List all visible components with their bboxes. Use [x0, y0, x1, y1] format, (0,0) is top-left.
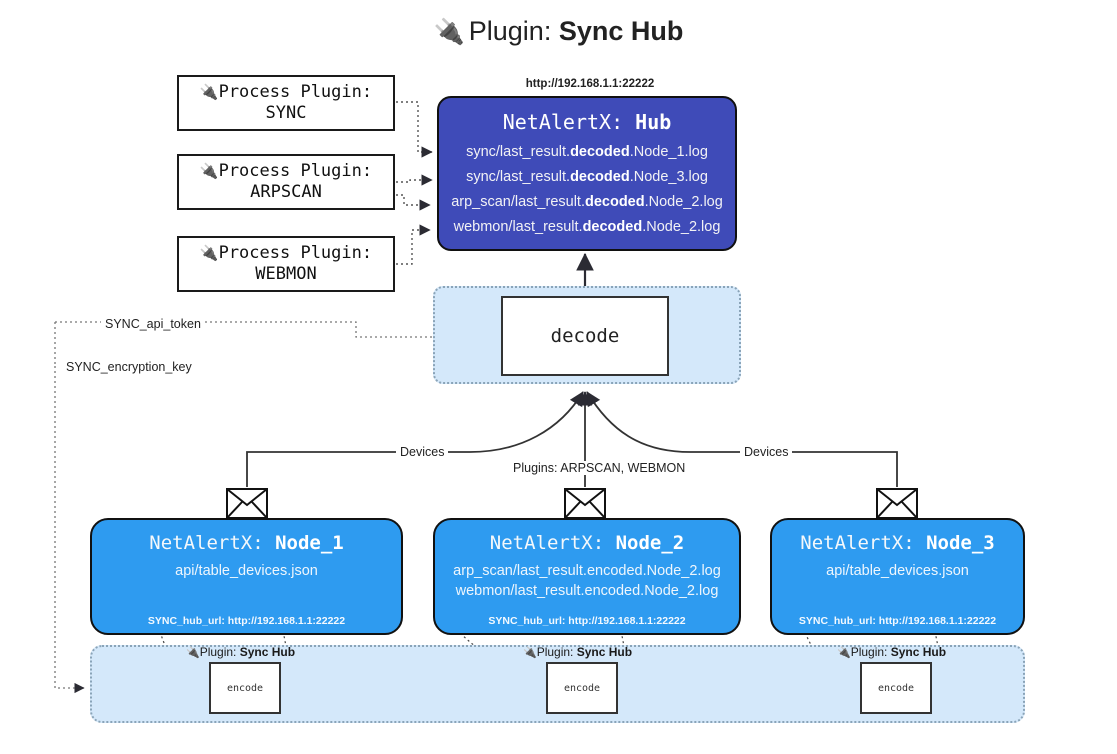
- node-card-node-3[interactable]: NetAlertX: Node_3 api/table_devices.json…: [770, 518, 1025, 635]
- plugin-tag-prefix: Plugin:: [199, 645, 240, 659]
- plugin-tag-prefix: Plugin:: [850, 645, 891, 659]
- plugin-tag-name: Sync Hub: [890, 645, 947, 659]
- encode-box-node-2[interactable]: encode: [546, 662, 618, 714]
- electric-plug-icon: 🔌: [199, 162, 219, 181]
- node-hub-url: SYNC_hub_url: http://192.168.1.1:22222: [488, 615, 686, 627]
- hub-log-line: arp_scan/last_result.decoded.Node_2.log: [439, 190, 735, 215]
- process-plugin-webmon[interactable]: 🔌Process Plugin: WEBMON: [177, 236, 395, 292]
- node-title-prefix: NetAlertX:: [800, 532, 927, 554]
- node-title-name: Node_1: [275, 532, 344, 554]
- electric-plug-icon: 🔌: [523, 647, 537, 659]
- process-plugin-name: ARPSCAN: [250, 182, 322, 202]
- decode-box[interactable]: decode: [501, 296, 669, 376]
- hub-node[interactable]: NetAlertX: Hub sync/last_result.decoded.…: [437, 96, 737, 251]
- page-title-name: Sync Hub: [558, 16, 684, 46]
- page-title-prefix: Plugin:: [468, 16, 559, 46]
- electric-plug-icon: 🔌: [199, 244, 219, 263]
- plugin-tag-name: Sync Hub: [576, 645, 633, 659]
- log-pre: arp_scan/last_result.: [451, 193, 585, 210]
- node-card-node-2[interactable]: NetAlertX: Node_2 arp_scan/last_result.e…: [433, 518, 741, 635]
- edge-label-devices-right: Devices: [740, 445, 793, 459]
- log-mid: decoded: [570, 168, 630, 185]
- hub-url-label: http://192.168.1.1:22222: [525, 78, 655, 90]
- node-resource-line: api/table_devices.json: [826, 563, 969, 579]
- node-title-prefix: NetAlertX:: [489, 532, 616, 554]
- node-resource-line: arp_scan/last_result.encoded.Node_2.log: [453, 563, 721, 579]
- process-plugin-label: Process Plugin:: [218, 161, 373, 182]
- plugin-tag-encode-3: 🔌Plugin: Sync Hub: [837, 645, 946, 659]
- encode-box-node-3[interactable]: encode: [860, 662, 932, 714]
- edge-label-devices-left: Devices: [396, 445, 449, 459]
- node-title: NetAlertX: Node_2: [435, 532, 739, 554]
- log-pre: webmon/last_result.: [453, 218, 583, 235]
- hub-log-line: webmon/last_result.decoded.Node_2.log: [439, 215, 735, 240]
- hub-title-prefix: NetAlertX:: [502, 110, 636, 134]
- plugin-tag-encode-1: 🔌Plugin: Sync Hub: [186, 645, 295, 659]
- edge-label-plugins-center: Plugins: ARPSCAN, WEBMON: [509, 461, 690, 475]
- process-plugin-name: SYNC: [265, 103, 307, 123]
- node-title: NetAlertX: Node_1: [92, 532, 401, 554]
- node-title-name: Node_3: [926, 532, 995, 554]
- envelope-icon: [564, 488, 606, 519]
- encode-box-node-1[interactable]: encode: [209, 662, 281, 714]
- log-post: .Node_1.log: [629, 144, 708, 160]
- node-hub-url: SYNC_hub_url: http://192.168.1.1:22222: [798, 615, 997, 627]
- hub-log-line: sync/last_result.decoded.Node_1.log: [439, 140, 735, 165]
- envelope-icon: [226, 488, 268, 519]
- envelope-icon: [876, 488, 918, 519]
- log-pre: sync/last_result.: [466, 144, 571, 160]
- node-hub-url: SYNC_hub_url: http://192.168.1.1:22222: [147, 615, 346, 627]
- electric-plug-icon: 🔌: [837, 647, 851, 659]
- node-resource-line: api/table_devices.json: [175, 563, 318, 579]
- node-title-name: Node_2: [615, 532, 685, 554]
- log-mid: decoded: [584, 193, 645, 210]
- hub-log-line: sync/last_result.decoded.Node_3.log: [439, 165, 735, 190]
- process-plugin-label: Process Plugin:: [218, 243, 373, 264]
- log-mid: decoded: [570, 144, 630, 160]
- log-pre: sync/last_result.: [466, 168, 571, 185]
- setting-label-encryption-key: SYNC_encryption_key: [62, 360, 196, 374]
- plugin-tag-encode-2: 🔌Plugin: Sync Hub: [523, 645, 632, 659]
- hub-title-name: Hub: [635, 110, 672, 134]
- log-mid: decoded: [582, 218, 643, 235]
- log-post: .Node_3.log: [629, 168, 708, 185]
- node-title-prefix: NetAlertX:: [149, 532, 276, 554]
- page-title: 🔌Plugin: Sync Hub: [0, 16, 1117, 47]
- electric-plug-icon: 🔌: [199, 83, 219, 102]
- hub-title: NetAlertX: Hub: [439, 110, 735, 134]
- node-card-node-1[interactable]: NetAlertX: Node_1 api/table_devices.json…: [90, 518, 403, 635]
- plugin-tag-prefix: Plugin:: [536, 645, 577, 659]
- process-plugin-sync[interactable]: 🔌Process Plugin: SYNC: [177, 75, 395, 131]
- log-post: .Node_2.log: [642, 218, 721, 235]
- node-title: NetAlertX: Node_3: [772, 532, 1023, 554]
- log-post: .Node_2.log: [644, 193, 723, 210]
- plugin-tag-name: Sync Hub: [239, 645, 296, 659]
- process-plugin-arpscan[interactable]: 🔌Process Plugin: ARPSCAN: [177, 154, 395, 210]
- electric-plug-icon: 🔌: [186, 647, 200, 659]
- node-resource-line: webmon/last_result.encoded.Node_2.log: [455, 583, 719, 599]
- electric-plug-icon: 🔌: [433, 18, 465, 46]
- process-plugin-name: WEBMON: [255, 264, 317, 284]
- process-plugin-label: Process Plugin:: [218, 82, 373, 103]
- setting-label-api-token: SYNC_api_token: [101, 317, 205, 331]
